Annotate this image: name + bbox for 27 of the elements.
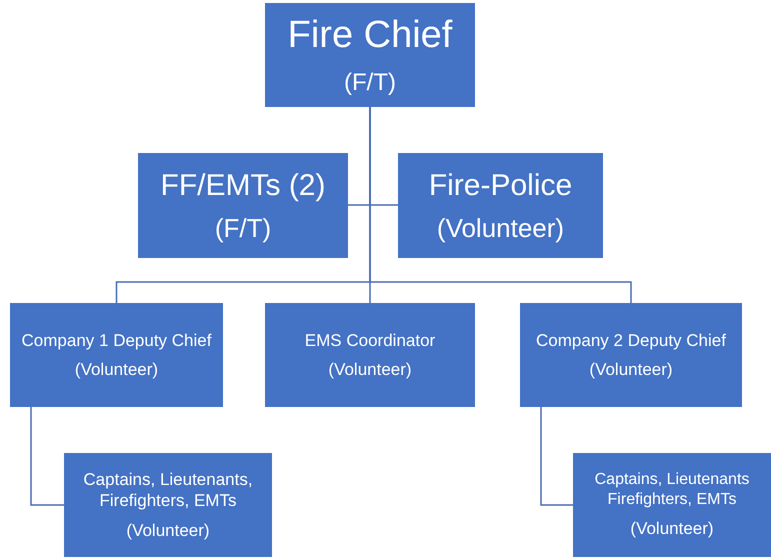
org-box	[64, 453, 272, 557]
connector-line	[30, 407, 64, 506]
org-box	[10, 303, 223, 407]
org-box	[520, 303, 742, 407]
connector-line	[540, 407, 573, 506]
role-title: EMS Coordinator	[304, 330, 436, 351]
role-title: Company 1 Deputy Chief	[22, 330, 212, 351]
role-status: (Volunteer)	[328, 359, 412, 380]
org-box	[265, 3, 475, 107]
connector-line	[369, 107, 632, 303]
org-box	[573, 453, 771, 557]
role-title: Captains, Lieutenants, Firefighters, EMTs	[82, 469, 254, 512]
role-status: (Volunteer)	[589, 359, 673, 380]
role-title: FF/EMTs (2)	[160, 168, 326, 204]
role-status: (Volunteer)	[74, 359, 158, 380]
org-box	[265, 303, 475, 407]
role-title: Captains, Lieutenants Firefighters, EMTs	[594, 470, 750, 510]
org-box	[138, 153, 348, 258]
role-status: (Volunteer)	[436, 212, 564, 244]
role-title: Company 2 Deputy Chief	[536, 330, 726, 351]
role-status: (Volunteer)	[126, 520, 210, 541]
org-box	[398, 153, 603, 258]
role-title: Fire Chief	[288, 13, 452, 58]
role-status: (F/T)	[344, 68, 396, 98]
role-status: (F/T)	[214, 212, 272, 244]
role-title: Fire-Police	[428, 168, 572, 204]
role-status: (Volunteer)	[630, 518, 714, 540]
